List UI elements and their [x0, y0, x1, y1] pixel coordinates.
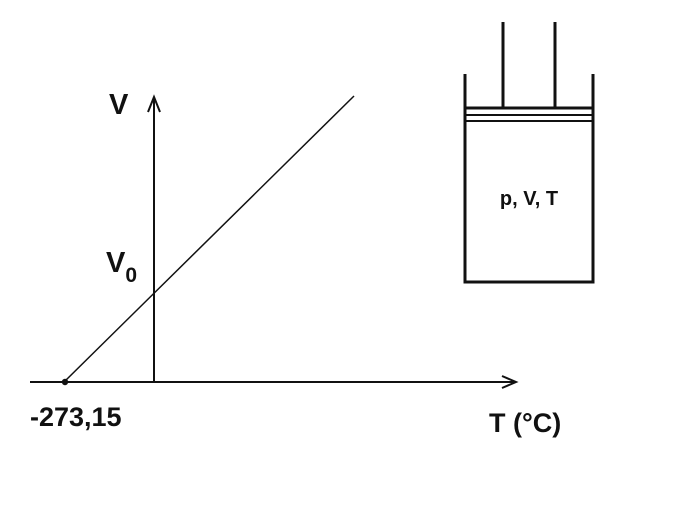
gas-cylinder: p, V, T [463, 22, 595, 284]
absolute-zero-point [61, 378, 69, 386]
cylinder-walls [463, 74, 595, 284]
v0-label-subscript: 0 [125, 264, 137, 287]
y-axis-arrowhead [147, 94, 161, 113]
gas-state-label: p, V, T [500, 188, 558, 210]
x-axis-arrowhead [501, 375, 519, 389]
v0-label: V0 [106, 247, 137, 287]
volume-temperature-line [63, 95, 355, 383]
x-axis-label: T (°C) [489, 408, 561, 438]
y-axis-label: V [109, 89, 129, 121]
x-intercept-label: -273,15 [30, 402, 122, 432]
v0-label-main: V [106, 247, 126, 279]
volume-temperature-graph: V V0 -273,15 T (°C) [30, 89, 561, 438]
